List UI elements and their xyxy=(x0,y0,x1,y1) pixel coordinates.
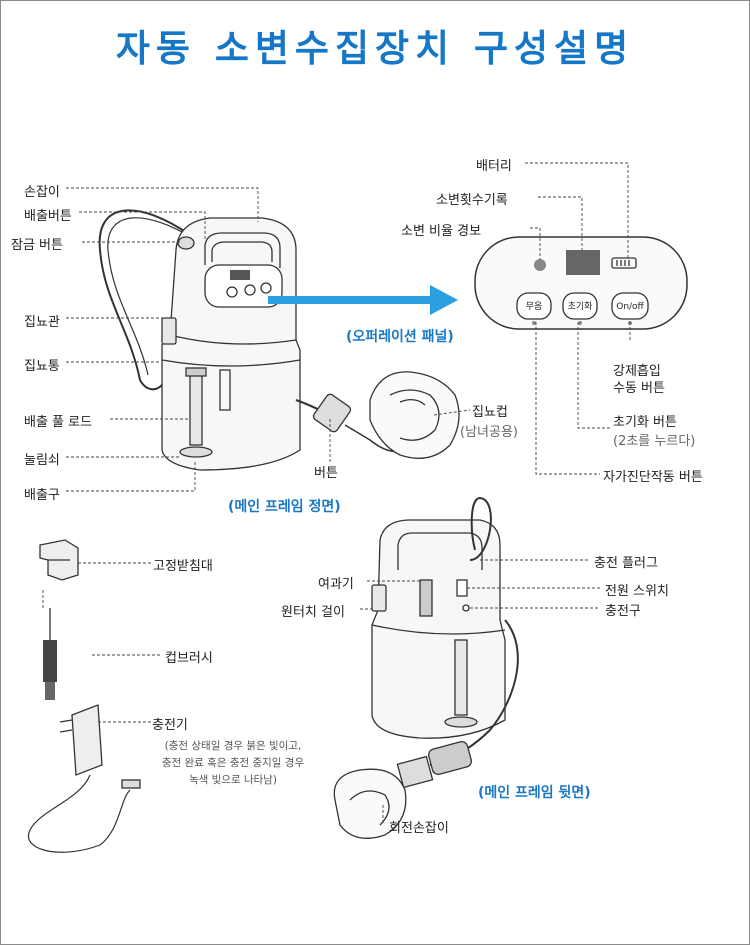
label-forced-suction-2: 수동 버튼 xyxy=(613,381,665,396)
front-tube xyxy=(98,209,191,391)
label-reset-note: (2초를 누르다) xyxy=(613,434,696,449)
label-brush: 컵브러시 xyxy=(165,651,213,666)
charger-drawing xyxy=(71,704,103,776)
label-handle: 손잡이 xyxy=(24,185,60,200)
label-reset-button: 초기화 버튼 xyxy=(613,415,677,430)
caption-back: (메인 프레임 뒷면) xyxy=(478,785,591,801)
charger-note-line-2: 충전 완료 혹은 충전 중지일 경우 xyxy=(161,757,305,769)
label-outlet: 배출구 xyxy=(24,488,60,503)
label-charge-port: 충전구 xyxy=(605,604,641,619)
urine-cup-drawing xyxy=(369,371,460,459)
label-battery: 배터리 xyxy=(476,159,512,174)
label-urine-cup-note: (남녀공용) xyxy=(460,425,518,440)
charger-note-line-3: 녹색 빛으로 나타남) xyxy=(188,774,278,786)
charger-note-line-1: (충전 상태일 경우 붉은 빛이고, xyxy=(164,740,302,752)
back-device-body xyxy=(371,519,506,739)
label-drain-button: 배출버튼 xyxy=(24,209,72,224)
page-title: 자동 소변수집장치 구성설명 xyxy=(115,27,635,70)
panel-button-reset: 초기화 xyxy=(568,301,593,312)
label-remote-hanger: 원터치 걸이 xyxy=(281,605,345,620)
label-urine-tube: 집뇨관 xyxy=(24,315,60,330)
rotate-handle-drawing xyxy=(333,768,407,839)
label-forced-suction: 강제흡입 xyxy=(613,364,661,379)
caption-front: (메인 프레임 정면) xyxy=(228,499,341,515)
label-lock-button: 잠금 버튼 xyxy=(11,238,63,253)
panel-button-onoff: On/off xyxy=(616,302,644,312)
label-self-test: 자가진단작동 버튼 xyxy=(603,470,703,485)
caption-operation-panel: (오퍼레이션 패널) xyxy=(346,329,454,345)
charger-note: (충전 상태일 경우 붉은 빛이고, 충전 완료 혹은 충전 중지일 경우 녹색… xyxy=(118,738,348,789)
label-ratio-alarm: 소변 비율 경보 xyxy=(401,224,482,239)
brush-drawing xyxy=(43,640,57,682)
label-urine-tank: 집뇨통 xyxy=(24,359,60,374)
label-rotate-handle: 회전손잡이 xyxy=(389,821,449,836)
label-charge-plug: 충전 플러그 xyxy=(594,556,658,571)
label-filter: 여과기 xyxy=(318,577,354,592)
label-urine-cup: 집뇨컵 xyxy=(472,405,508,420)
label-power-switch: 전원 스위치 xyxy=(605,584,669,599)
panel-button-mute: 무음 xyxy=(526,301,543,312)
label-release-lock: 눌림쇠 xyxy=(24,453,60,468)
label-drain-pull-rod: 배출 풀 로드 xyxy=(24,415,93,430)
label-charger: 충전기 xyxy=(152,718,188,733)
panel-arrow xyxy=(268,285,458,315)
label-count-record: 소변횟수기록 xyxy=(436,193,508,208)
label-button: 버튼 xyxy=(314,466,338,481)
label-stand: 고정받침대 xyxy=(153,559,213,574)
